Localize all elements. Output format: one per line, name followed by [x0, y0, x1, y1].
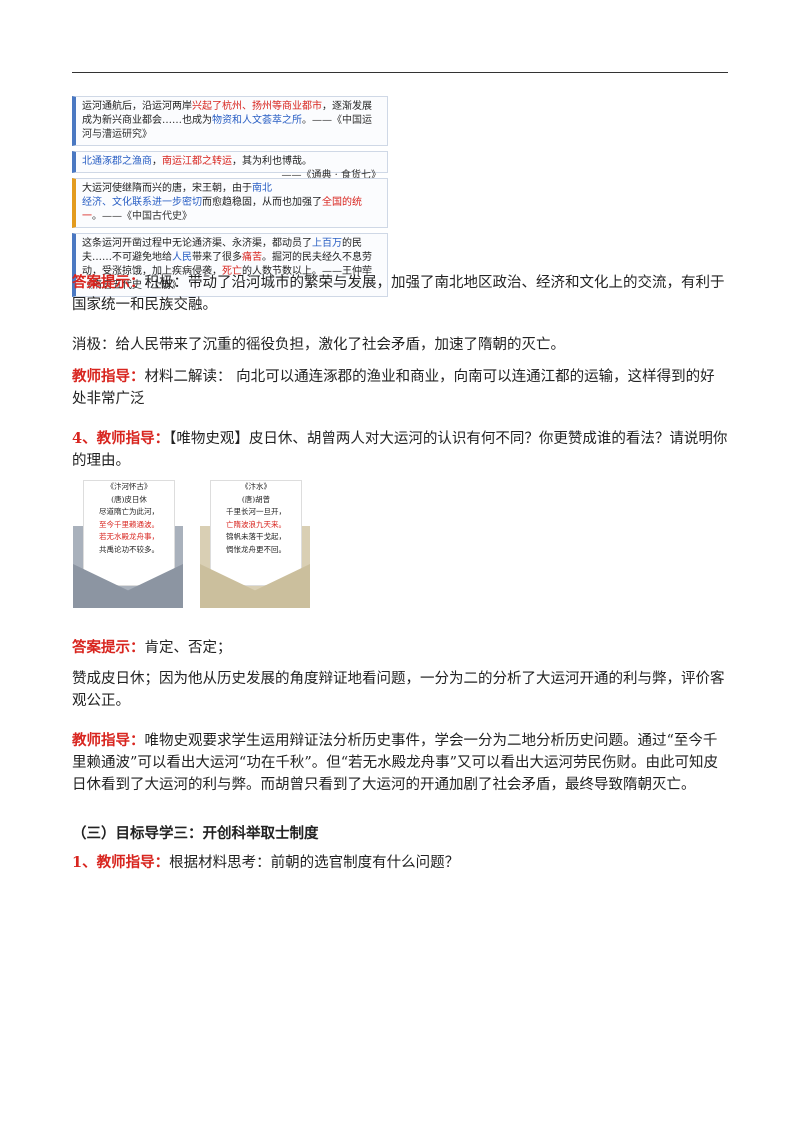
- poem-line: 尽道隋亡为此河，: [99, 507, 159, 516]
- poem-line: 至今千里赖通波。: [99, 519, 159, 529]
- poem-line: 亡隋波浪九天来。: [226, 519, 286, 529]
- card-text: 带来了很多: [192, 252, 242, 263]
- guide-text: 材料二解读： 向北可以通连涿郡的渔业和商业，向南可以连通江都的运输，这样得到的好…: [72, 369, 715, 407]
- answer-hint-2: 答案提示：肯定、否定；: [72, 637, 728, 659]
- card-highlight: 痛苦: [242, 252, 262, 263]
- card-text: 的民夫……不可避免地给: [82, 238, 362, 263]
- teacher-guide-2: 教师指导：唯物史观要求学生运用辩证法分析历史事件，学会一分为二地分析历史问题。通…: [72, 730, 728, 796]
- card-highlight: 全国的统一: [82, 197, 362, 222]
- poem-line: 惆怅龙舟更不回。: [226, 544, 286, 554]
- card-source: 。——《中国古代史》: [92, 211, 192, 222]
- card-text: 运河通航后，沿运河两岸: [82, 101, 192, 112]
- material-card-4: 这条运河开凿过程中无论通济渠、永济渠，都动员了上百万的民夫……不可避免地给人民带…: [72, 233, 388, 297]
- guide-text: 【唯物史观】皮日休、胡曾两人对大运河的认识有何不同？你更赞成谁的看法？请说明你的…: [72, 431, 728, 469]
- section-heading: （三）目标导学三：开创科举取士制度: [72, 825, 319, 842]
- poem-envelope-2: 《汴水》 (唐)胡曾 千里长河一旦开， 亡隋波浪九天来。 锦帆未落干戈起， 惆怅…: [200, 480, 310, 608]
- card-text: 。掘河的民夫经久不息劳动，受涨掠饿，加上疾病侵袭，: [82, 252, 372, 277]
- material-card-3: 大运河使继隋而兴的唐，宋王朝，由于南北经济、文化联系进一步密切而愈趋稳固，从而也…: [72, 178, 388, 228]
- answer-label: 答案提示：: [72, 274, 145, 291]
- teacher-guide-3: 1、教师指导：根据材料思考：前朝的选官制度有什么问题？: [72, 852, 728, 874]
- poem-title: 《汴河怀古》: [106, 482, 152, 491]
- card-source: 。——《中国运河与漕运研究》: [82, 115, 372, 140]
- poem-envelope-1: 《汴河怀古》 (唐)皮日休 尽道隋亡为此河， 至今千里赖通波。 若无水殿龙舟事，…: [73, 480, 183, 608]
- guide-label: 教师指导：: [72, 368, 145, 385]
- teacher-guide-1: 教师指导：材料二解读： 向北可以通连涿郡的渔业和商业，向南可以连通江都的运输，这…: [72, 366, 728, 410]
- card-text: 大运河使继隋而兴的唐，宋王朝，由于: [82, 183, 252, 194]
- card-highlight: 南运江都之转运: [162, 156, 232, 167]
- material-card-2: 北通涿郡之渔商，南运江都之转运，其为利也博哉。 ——《通典 · 食货七》: [72, 151, 388, 181]
- card-text: ，: [152, 156, 162, 167]
- negative-effects: 消极：给人民带来了沉重的徭役负担，激化了社会矛盾，加速了隋朝的灭亡。: [72, 337, 565, 353]
- guide-label: 1、教师指导：: [72, 854, 170, 871]
- poem-title: 《汴水》: [241, 482, 271, 491]
- poem-line: 若无水殿龙舟事，: [99, 532, 159, 541]
- poem-letter-2: 《汴水》 (唐)胡曾 千里长河一旦开， 亡隋波浪九天来。 锦帆未落干戈起， 惆怅…: [210, 480, 302, 586]
- card-text: 而愈趋稳固，从而也加强了: [202, 197, 322, 208]
- answer-label: 答案提示：: [72, 639, 145, 656]
- card-highlight: 死亡: [222, 266, 242, 277]
- teacher-guide-4: 4、教师指导：【唯物史观】皮日休、胡曾两人对大运河的认识有何不同？你更赞成谁的看…: [72, 428, 728, 472]
- poem-letter-1: 《汴河怀古》 (唐)皮日休 尽道隋亡为此河， 至今千里赖通波。 若无水殿龙舟事，…: [83, 480, 175, 586]
- guide-label: 教师指导：: [72, 732, 145, 749]
- answer-text: 积极：带动了沿河城市的繁荣与发展，加强了南北地区政治、经济和文化上的交流，有利于…: [72, 275, 725, 313]
- answer-text: 肯定、否定；: [144, 640, 232, 656]
- card-highlight: 北通涿郡之渔商: [82, 156, 152, 167]
- poem-line: 锦帆未落干戈起，: [226, 532, 286, 541]
- poem-author: (唐)皮日休: [111, 494, 147, 504]
- card-highlight: 上百万: [312, 238, 342, 249]
- card-text: 这条运河开凿过程中无论通济渠、永济渠，都动员了: [82, 238, 312, 249]
- poem-line: 共禹论功不较多。: [99, 544, 159, 554]
- card-source: ——《通典 · 食货七》: [281, 170, 381, 181]
- header-rule: [72, 72, 728, 73]
- card-highlight: 物资和人文荟萃之所: [212, 115, 302, 126]
- card-text: ，逐渐发展成为新兴商业都会……也成为: [82, 101, 372, 126]
- poem-author: (唐)胡曾: [241, 494, 271, 504]
- card-highlight: 人民: [172, 252, 192, 263]
- material-cards: 运河通航后，沿运河两岸兴起了杭州、扬州等商业都市，逐渐发展成为新兴商业都会……也…: [72, 96, 388, 302]
- material-card-1: 运河通航后，沿运河两岸兴起了杭州、扬州等商业都市，逐渐发展成为新兴商业都会……也…: [72, 96, 388, 146]
- card-highlight: 兴起了杭州、扬州等商业都市: [192, 101, 322, 112]
- answer-hint-1: 答案提示：积极：带动了沿河城市的繁荣与发展，加强了南北地区政治、经济和文化上的交…: [72, 272, 728, 316]
- guide-label: 4、教师指导：: [72, 430, 170, 447]
- guide-text: 唯物史观要求学生运用辩证法分析历史事件，学会一分为二地分析历史问题。通过“至今千…: [72, 733, 719, 793]
- answer-detail: 赞成皮日休；因为他从历史发展的角度辩证地看问题，一分为二的分析了大运河开通的利与…: [72, 671, 725, 709]
- card-text: 的人数节数以上。——王仲荦《隋唐五代史 · 上册》: [82, 266, 372, 291]
- card-highlight: 南北经济、文化联系进一步密切: [82, 183, 272, 208]
- guide-text: 根据材料思考：前朝的选官制度有什么问题？: [169, 855, 460, 871]
- card-text: ，其为利也博哉。: [232, 156, 312, 167]
- poem-line: 千里长河一旦开，: [226, 507, 286, 516]
